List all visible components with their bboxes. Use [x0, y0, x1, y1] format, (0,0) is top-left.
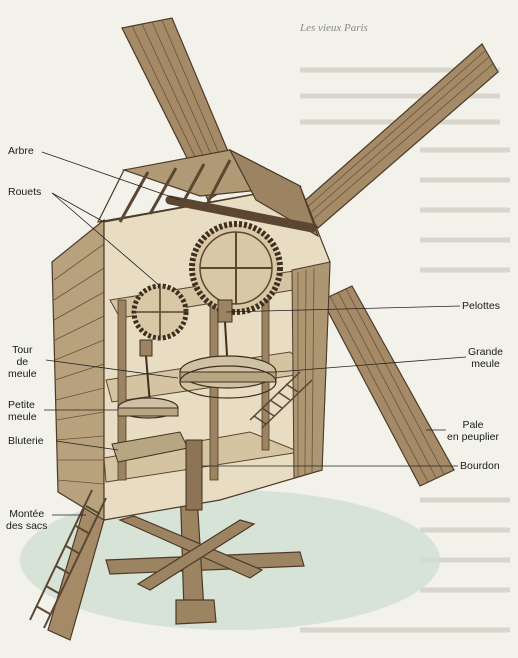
axle-arbre	[165, 195, 317, 233]
trestle-base	[105, 479, 305, 625]
leader-arbre	[41, 151, 181, 201]
label-tour-de-meule-line-1: Tour	[12, 344, 33, 356]
running-title: Les vieux Paris	[300, 22, 368, 34]
label-pale-line-1: Pale	[462, 419, 484, 431]
leader-tour-de-meule	[45, 359, 179, 379]
staircase	[249, 371, 313, 429]
leader-rouets-2	[51, 192, 105, 223]
label-grande-meule: Grande meule	[468, 346, 503, 370]
roof	[96, 148, 320, 238]
label-bourdon: Bourdon	[460, 460, 500, 472]
label-petite-meule: Petite meule	[8, 399, 37, 423]
central-post-bourdon	[185, 439, 203, 511]
label-montee-des-sacs: Montée des sacs	[6, 508, 47, 532]
label-pale: Pale en peuplier	[447, 419, 499, 443]
label-pale-line-2: en peuplier	[447, 431, 499, 443]
label-tour-de-meule-line-3: meule	[8, 368, 37, 380]
label-tour-de-meule-line-2: de	[16, 356, 29, 368]
label-montee-des-sacs-line-1: Montée	[9, 508, 45, 520]
label-grande-meule-line-2: meule	[471, 358, 500, 370]
label-rouets: Rouets	[8, 186, 42, 198]
label-arbre: Arbre	[8, 145, 34, 157]
label-montee-des-sacs-line-2: des sacs	[6, 520, 48, 532]
leader-rouets-1	[51, 192, 161, 287]
sail-upper-right	[299, 43, 499, 229]
leader-grande-meule	[275, 356, 467, 373]
mill-body-left-side	[51, 218, 105, 522]
label-petite-meule-line-1: Petite	[8, 399, 35, 411]
label-tour-de-meule: Tour de meule	[8, 344, 37, 380]
label-bluterie: Bluterie	[8, 435, 44, 447]
label-pelottes: Pelottes	[462, 300, 500, 312]
label-petite-meule-line-2: meule	[8, 411, 37, 423]
label-grande-meule-line-1: Grande	[468, 346, 504, 358]
leader-pelottes	[225, 305, 461, 313]
small-millstone	[117, 397, 179, 419]
leader-bluterie	[55, 440, 119, 451]
sail-lower-right	[321, 285, 455, 487]
great-spur-wheel	[189, 221, 283, 315]
leader-lines	[41, 151, 467, 516]
small-spur-wheel	[131, 283, 189, 341]
sack-hoist-ladder	[29, 489, 107, 629]
